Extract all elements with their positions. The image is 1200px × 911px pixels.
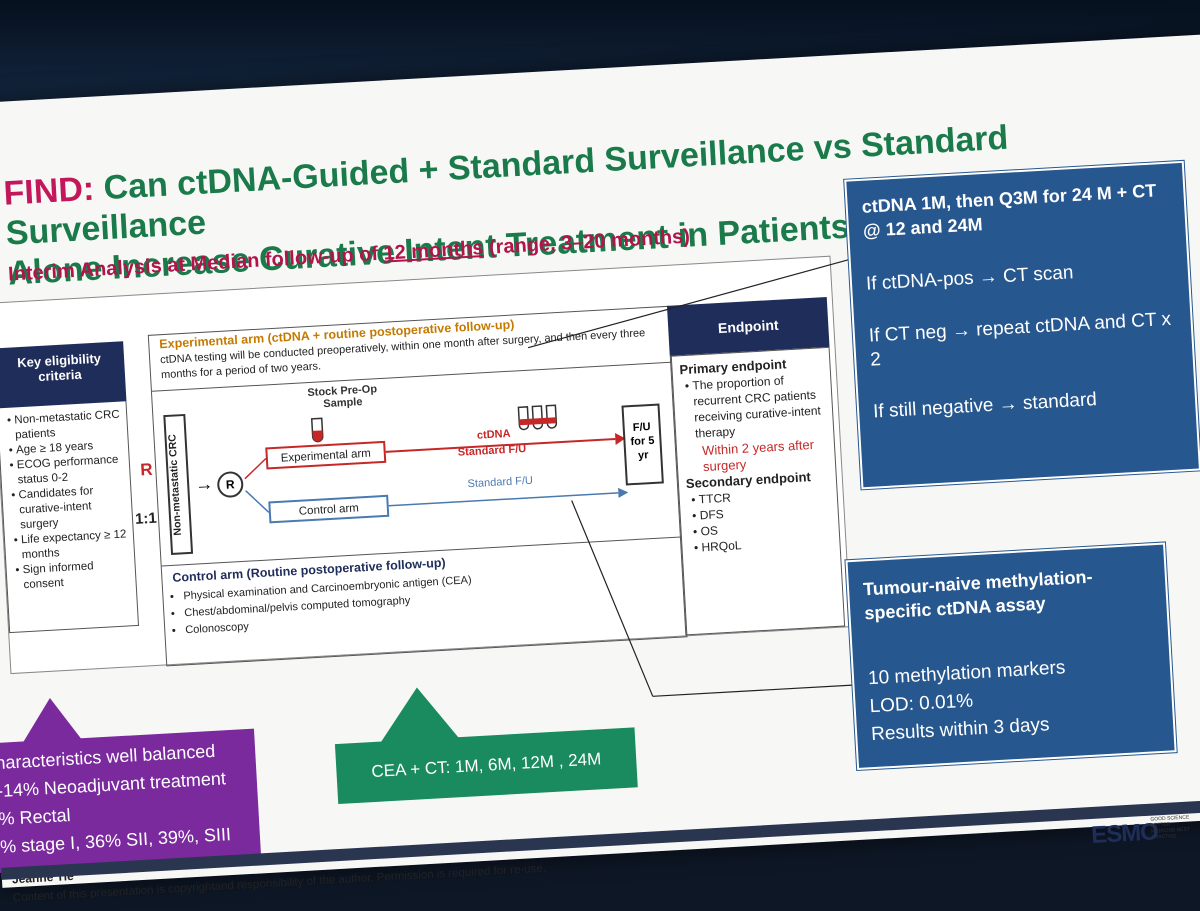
schedule-line: If still negative → standard (872, 389, 1098, 423)
endpoint-header: Endpoint (666, 296, 830, 356)
subtitle-highlight: 12 months (382, 237, 485, 265)
green-callout-pointer (376, 685, 460, 744)
trial-diagram: Key eligibility criteria Non-metastatic … (0, 255, 852, 675)
assay-header: Tumour-naive methylation-specific ctDNA … (862, 566, 1093, 624)
esmo-logo: ESMO (1090, 818, 1159, 850)
experimental-arrow (385, 437, 616, 453)
schedule-line: If CT neg → repeat ctDNA and CT x 2 (868, 308, 1172, 371)
followup-box: F/U for 5 yr (621, 403, 664, 486)
randomization-label: R (139, 459, 154, 480)
esmo-tagline: GOOD SCIENCE BETTER MEDICINE BEST PRACTI… (1150, 814, 1190, 841)
title-find-label: FIND: (2, 169, 96, 213)
sample-tube-icon (545, 404, 558, 429)
schedule-header: ctDNA 1M, then Q3M for 24 M + CT @ 12 an… (861, 180, 1157, 241)
ctdna-label: ctDNA (476, 427, 511, 442)
arm-area: Experimental arm (ctDNA + routine postop… (147, 305, 688, 667)
schedule-line: If ctDNA-pos → CT scan (865, 262, 1074, 295)
eligibility-box: Non-metastatic CRC patients Age ≥ 18 yea… (0, 401, 140, 634)
presentation-slide: FIND: Can ctDNA-Guided + Standard Survei… (0, 33, 1200, 904)
flow-arrows (244, 404, 629, 513)
sample-tube-icon (517, 406, 530, 431)
schedule-box: ctDNA 1M, then Q3M for 24 M + CT @ 12 an… (844, 160, 1200, 490)
eligibility-item: Candidates for curative-intent surgery (18, 482, 128, 533)
eligibility-header: Key eligibility criteria (0, 341, 127, 409)
control-arrow (388, 492, 619, 507)
randomization-ratio: 1:1 (134, 509, 158, 528)
sample-tube-icon (531, 405, 544, 430)
purple-callout-pointer (19, 696, 83, 744)
primary-endpoint-item: The proportion of recurrent CRC patients… (692, 370, 825, 441)
assay-box: Tumour-naive methylation-specific ctDNA … (845, 542, 1177, 770)
endpoint-box: Primary endpoint The proportion of recur… (669, 346, 846, 636)
eligibility-item: Sign informed consent (22, 557, 132, 593)
purple-callout: haracteristics well balanced -14% Neoadj… (0, 728, 262, 874)
